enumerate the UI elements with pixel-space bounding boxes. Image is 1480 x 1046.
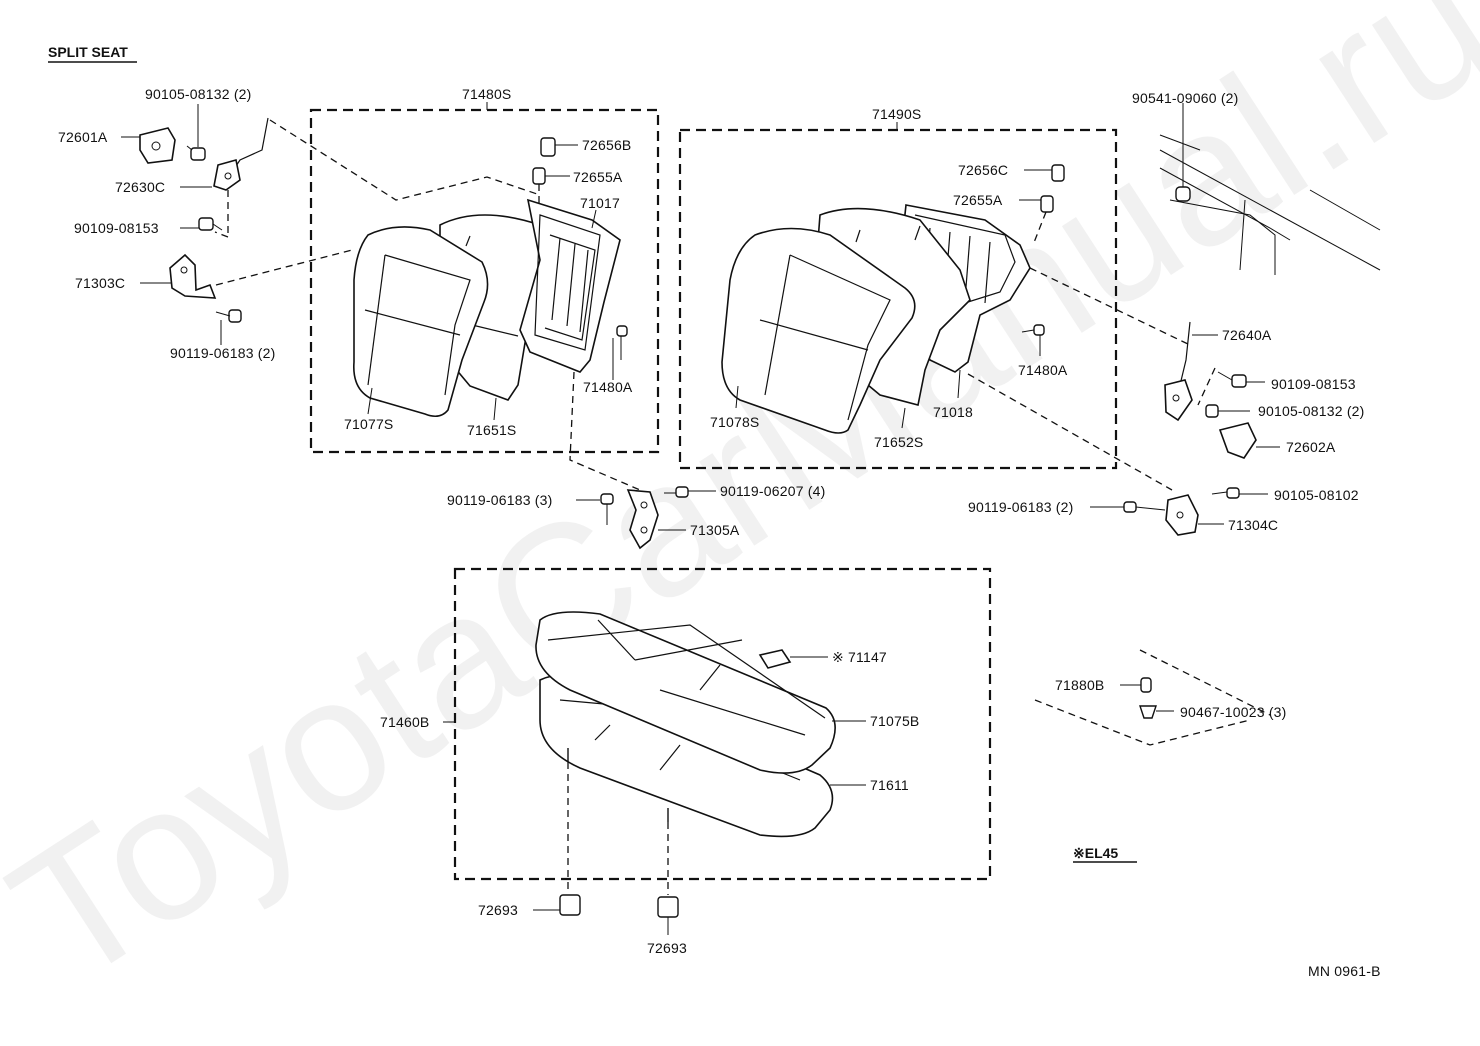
- bolt-90105-08102: 90105-08102: [1211, 487, 1359, 503]
- bolt-90119-06183-3: 90119-06183 (3): [447, 492, 614, 525]
- group-box-seat-cushion: 71460B: [380, 567, 992, 881]
- label-90119-06183-2-right: 90119-06183 (2): [968, 499, 1073, 515]
- seatback-cover-71078S: [721, 227, 916, 434]
- bolt-90109-08153-right: 90109-08153: [1197, 367, 1356, 406]
- cushion-cover-71075B: [535, 611, 836, 774]
- bolt-72656B: 72656B: [540, 137, 631, 157]
- label-72693-right: 72693: [647, 940, 687, 956]
- label-71305A: 71305A: [690, 522, 740, 538]
- stopper-72693-left: 72693: [478, 894, 581, 918]
- label-72656B: 72656B: [582, 137, 631, 153]
- bolt-72655A-right: 72655A: [953, 192, 1054, 246]
- label-71651S: 71651S: [467, 422, 516, 438]
- labels-right-seatback: 71078S 71652S 71018: [710, 369, 973, 450]
- label-72602A: 72602A: [1286, 439, 1336, 455]
- label-72655A-left: 72655A: [573, 169, 623, 185]
- labels-cushion: 71075B 71611: [830, 713, 919, 793]
- label-90119-06183-2-left: 90119-06183 (2): [170, 345, 275, 361]
- label-71017: 71017: [580, 195, 620, 211]
- label-72640A: 72640A: [1222, 327, 1272, 343]
- leader-frame-to-72640A: [1029, 267, 1191, 346]
- seatback-frame-71017: [519, 198, 621, 373]
- label-group-71017: 71017: [580, 195, 620, 229]
- bolt-90109-08153-left: 90109-08153: [74, 190, 229, 238]
- bracket-72602A: 72602A: [1218, 422, 1336, 459]
- group-box-left-seatback: 71480S: [309, 86, 660, 454]
- label-72630C: 72630C: [115, 179, 165, 195]
- bolt-72656C: 72656C: [958, 162, 1065, 182]
- lock-rod-72640A: 72640A: [1164, 321, 1272, 422]
- leader-71303C-to-frame: [215, 249, 353, 286]
- leader-71017-to-71305A: [569, 371, 641, 491]
- label-72656C: 72656C: [958, 162, 1008, 178]
- center-bracket-71305A: 71305A: [626, 489, 740, 550]
- group-label-left-seatback: 71480S: [462, 86, 511, 102]
- label-90105-08102: 90105-08102: [1274, 487, 1359, 503]
- label-71077S: 71077S: [344, 416, 393, 432]
- cushion-studs: [567, 748, 669, 895]
- bolt-71480A-left: 71480A: [583, 325, 633, 395]
- label-72601A: 72601A: [58, 129, 108, 145]
- label-90119-06183-3: 90119-06183 (3): [447, 492, 552, 508]
- bolt-71480A-right: 71480A: [1018, 324, 1068, 378]
- label-71480A-right: 71480A: [1018, 362, 1068, 378]
- labels-left-seatback: 71077S 71651S: [344, 387, 516, 438]
- clip-71147: ※ 71147: [758, 649, 887, 669]
- group-label-right-seatback: 71490S: [872, 106, 921, 122]
- hinge-bracket-72601A: 72601A: [58, 127, 176, 164]
- leader-71018-to-71304C: [967, 373, 1173, 491]
- label-71304C: 71304C: [1228, 517, 1278, 533]
- label-72655A-right: 72655A: [953, 192, 1003, 208]
- label-90105-08132-left: 90105-08132 (2): [145, 86, 252, 102]
- bolt-90105-08132-left: 90105-08132 (2): [145, 86, 252, 161]
- label-90467-10023: 90467-10023 (3): [1180, 704, 1287, 720]
- label-71652S: 71652S: [874, 434, 923, 450]
- watermark: ToyotaCarManual.ru: [0, 0, 1480, 1024]
- label-71480A-left: 71480A: [583, 379, 633, 395]
- bolt-72655A-left: 72655A: [532, 167, 623, 205]
- nut-90541-09060: 90541-09060 (2): [1132, 90, 1239, 202]
- diagram-code: MN 0961-B: [1308, 963, 1381, 979]
- label-90119-06207: 90119-06207 (4): [720, 483, 825, 499]
- bolt-90119-06183-right: 90119-06183 (2): [968, 499, 1166, 515]
- seatback-cover-71077S: [353, 226, 489, 418]
- label-90109-08153-left: 90109-08153: [74, 220, 159, 236]
- label-90541-09060: 90541-09060 (2): [1132, 90, 1239, 106]
- hinge-bracket-71304C: 71304C: [1165, 494, 1278, 536]
- leader-72630C-to-frame: [269, 119, 541, 201]
- label-90105-08132-right: 90105-08132 (2): [1258, 403, 1365, 419]
- label-71880B: 71880B: [1055, 677, 1104, 693]
- label-71303C: 71303C: [75, 275, 125, 291]
- label-90109-08153-right: 90109-08153: [1271, 376, 1356, 392]
- group-box-right-seatback: 71490S: [678, 106, 1118, 470]
- body-panel-outline: [1159, 134, 1381, 275]
- bolt-90105-08132-right: 90105-08132 (2): [1205, 403, 1365, 419]
- floor-panel-inset: 71880B 90467-10023 (3): [1034, 649, 1287, 746]
- label-71018: 71018: [933, 404, 973, 420]
- lock-rod-72630C: 72630C: [115, 117, 269, 195]
- hinge-bracket-71303C: 71303C: [75, 253, 217, 299]
- label-71078S: 71078S: [710, 414, 759, 430]
- applicability-note: ※EL45: [1073, 845, 1118, 861]
- group-label-seat-cushion: 71460B: [380, 714, 429, 730]
- label-71075B: 71075B: [870, 713, 919, 729]
- label-72693-left: 72693: [478, 902, 518, 918]
- bolt-90119-06183-left: 90119-06183 (2): [170, 309, 275, 361]
- label-71147: ※ 71147: [832, 649, 887, 665]
- stopper-72693-right: 72693: [647, 896, 687, 956]
- label-71611: 71611: [870, 777, 909, 793]
- diagram-title: SPLIT SEAT: [48, 44, 128, 60]
- bolt-90119-06207: 90119-06207 (4): [664, 483, 825, 499]
